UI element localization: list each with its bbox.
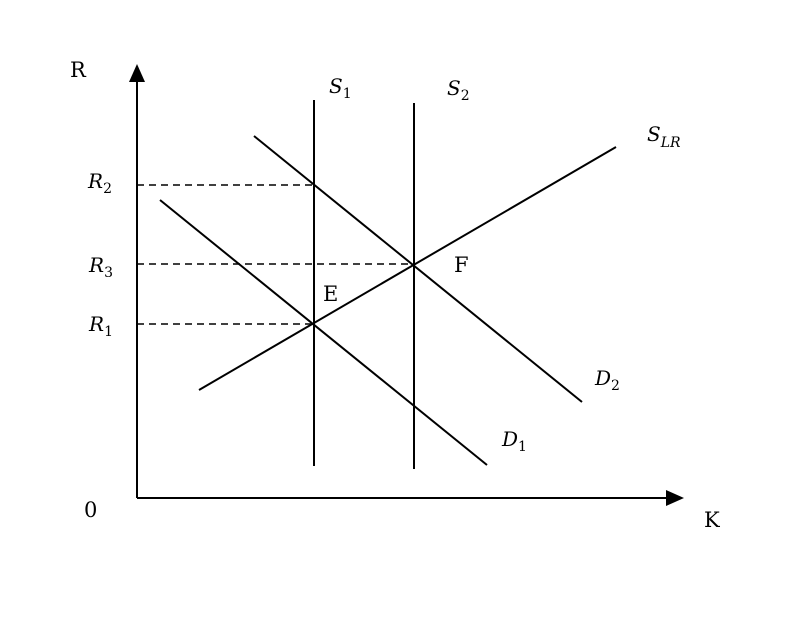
- r2-letter: R: [87, 169, 103, 193]
- x-axis-label: K: [704, 508, 720, 532]
- r3-label: R3: [88, 253, 113, 281]
- r1-letter: R: [88, 312, 104, 336]
- d2-letter: D: [594, 366, 611, 390]
- s2-letter: S: [447, 76, 461, 100]
- d1-curve: [159, 199, 488, 466]
- d2-subscript: 2: [611, 378, 620, 394]
- s1-subscript: 1: [343, 86, 352, 102]
- r3-subscript: 3: [104, 265, 113, 281]
- slr-curve: [198, 146, 617, 391]
- point-e-label: E: [323, 282, 338, 306]
- r3-letter: R: [88, 253, 104, 277]
- d1-letter: D: [501, 427, 518, 451]
- y-axis-label: R: [70, 58, 87, 82]
- d1-label: D1: [501, 427, 527, 455]
- r1-subscript: 1: [104, 324, 113, 340]
- d2-label: D2: [594, 366, 620, 394]
- origin-label: 0: [84, 498, 97, 522]
- slr-subscript: LR: [660, 135, 681, 151]
- r2-subscript: 2: [103, 181, 112, 197]
- d2-curve: [253, 135, 583, 403]
- point-f-label: F: [454, 253, 469, 277]
- d1-subscript: 1: [518, 439, 527, 455]
- s2-label: S2: [447, 76, 470, 104]
- s1-letter: S: [329, 74, 343, 98]
- slr-letter: S: [647, 122, 661, 146]
- s2-subscript: 2: [461, 88, 470, 104]
- r2-label: R2: [87, 169, 112, 197]
- r1-label: R1: [88, 312, 113, 340]
- slr-label: SLR: [647, 122, 681, 151]
- s1-label: S1: [329, 74, 352, 102]
